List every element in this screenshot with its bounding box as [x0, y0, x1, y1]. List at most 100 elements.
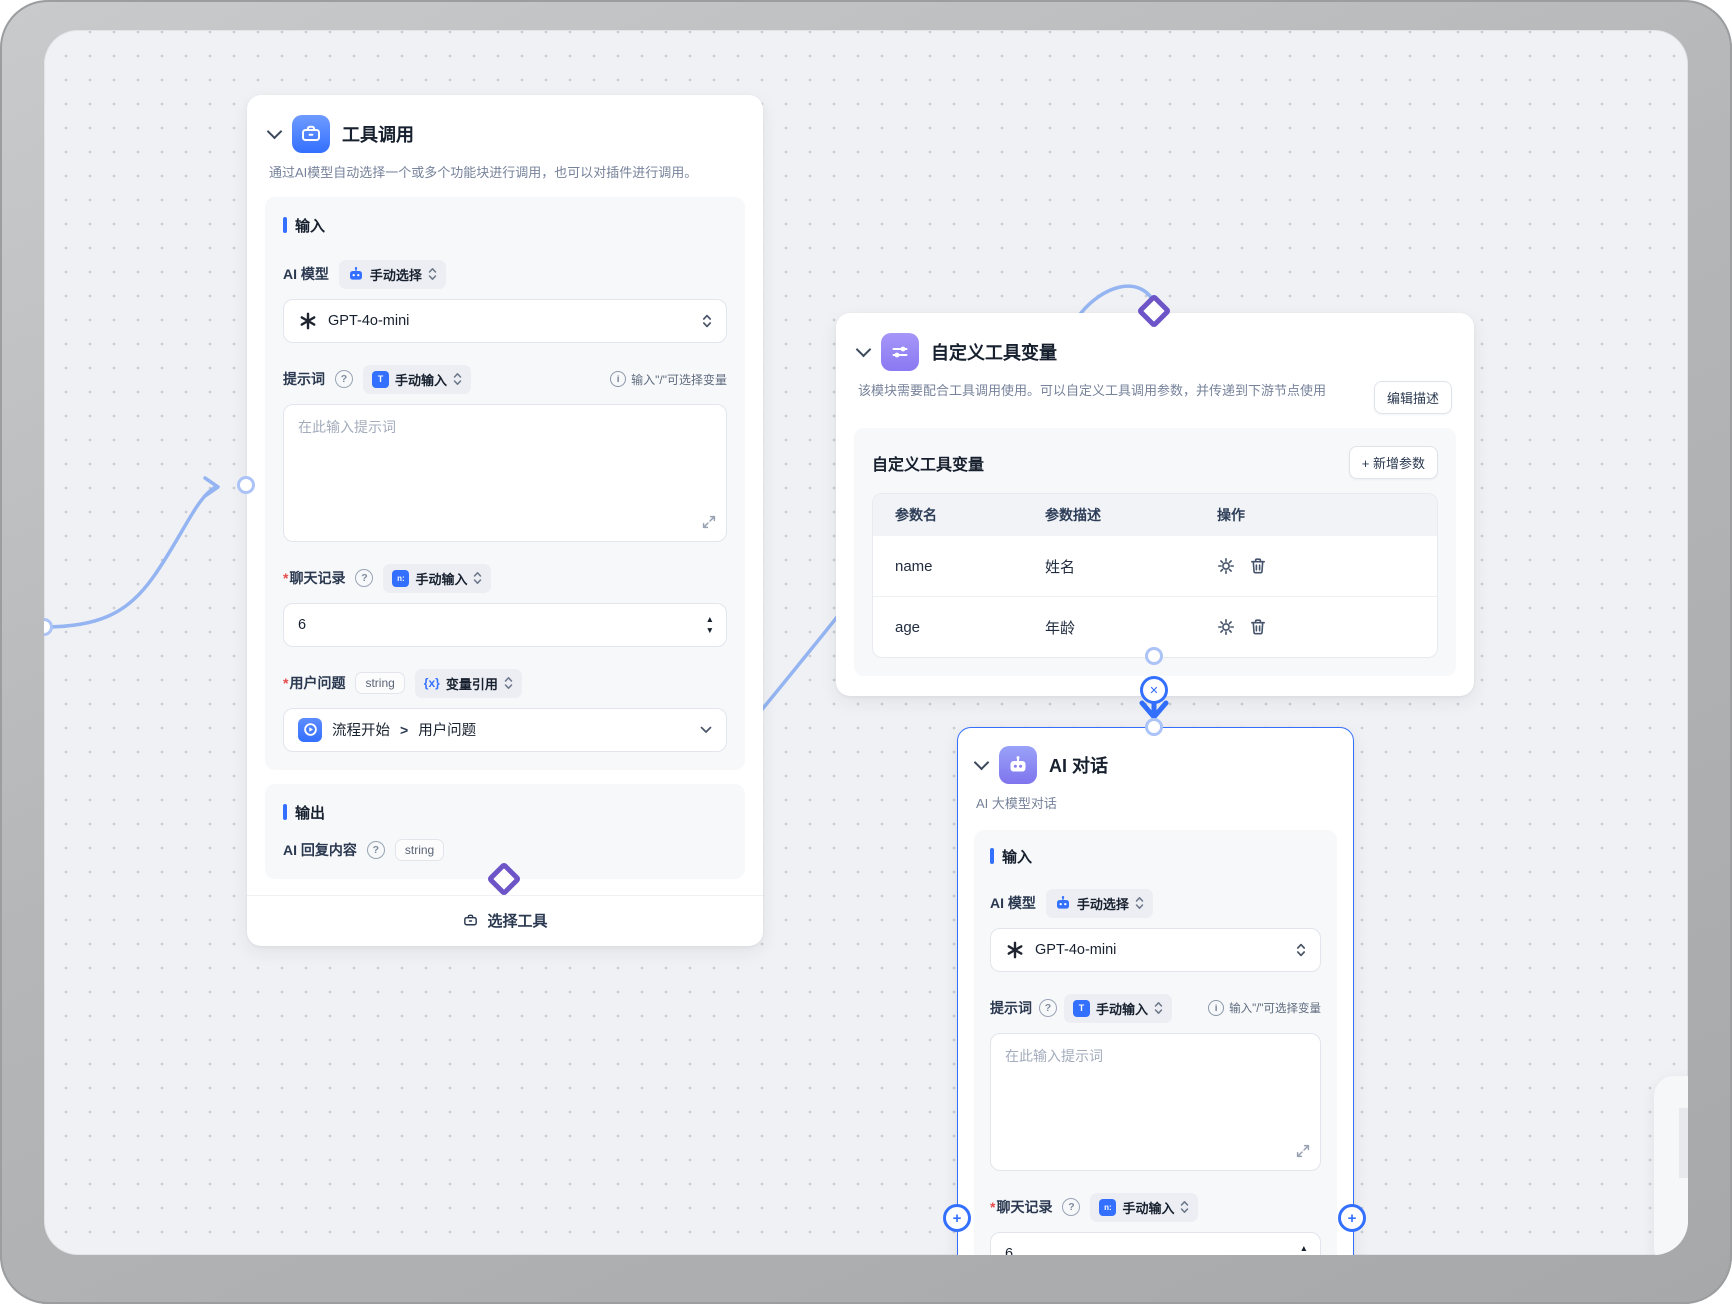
select-tool-label: 选择工具: [487, 913, 548, 930]
gear-icon[interactable]: [1217, 618, 1235, 636]
history-label: 聊天记录: [996, 1199, 1053, 1215]
question-mode-label: 变量引用: [445, 676, 498, 692]
model-mode-select[interactable]: 手动选择: [1045, 888, 1153, 918]
briefcase-node-icon: [292, 115, 330, 153]
type-tag: string: [355, 672, 405, 694]
flow-canvas[interactable]: 工具调用 通过AI模型自动选择一个或多个功能块进行调用，也可以对插件进行调用。 …: [44, 30, 1688, 1255]
node-tool-call[interactable]: 工具调用 通过AI模型自动选择一个或多个功能块进行调用，也可以对插件进行调用。 …: [247, 95, 763, 946]
model-value: GPT-4o-mini: [328, 312, 410, 329]
table-header-row: 参数名 参数描述 操作: [873, 494, 1437, 536]
number-stepper[interactable]: ▲ ▼: [1299, 1242, 1308, 1255]
wire-arrow-down: [1139, 700, 1169, 720]
prompt-textarea[interactable]: 在此输入提示词: [990, 1032, 1321, 1171]
history-number-input[interactable]: 6 ▲ ▼: [990, 1231, 1321, 1256]
edit-description-button[interactable]: 编辑描述: [1373, 381, 1452, 414]
input-section: 输入 AI 模型 手动选择 GPT-4o-mini 提示词 ? T: [974, 829, 1337, 1256]
ai-model-label: AI 模型: [283, 266, 329, 282]
history-mode-label: 手动输入: [1122, 1200, 1175, 1216]
input-heading: 输入: [1002, 848, 1033, 866]
updown-chevron-icon: [504, 677, 513, 689]
model-select[interactable]: GPT-4o-mini: [283, 298, 727, 343]
updown-chevron-icon: [1135, 897, 1144, 909]
node-header: 自定义工具变量 该模块需要配合工具调用使用。可以自定义工具调用参数，并传递到下游…: [836, 313, 1474, 414]
trash-icon[interactable]: [1249, 557, 1267, 575]
source-port[interactable]: [44, 618, 53, 636]
prompt-mode-select[interactable]: T 手动输入: [1064, 993, 1173, 1023]
add-connection-right-button[interactable]: +: [1338, 1204, 1366, 1232]
gear-icon[interactable]: [1217, 557, 1235, 575]
node-title: 自定义工具变量: [931, 343, 1057, 363]
updown-chevron-icon: [1296, 943, 1306, 956]
question-icon[interactable]: ?: [335, 370, 353, 388]
model-mode-select[interactable]: 手动选择: [338, 259, 446, 289]
param-name: name: [895, 557, 933, 575]
ai-chat-input-port[interactable]: [1145, 718, 1163, 736]
step-up-icon[interactable]: ▲: [1299, 1242, 1308, 1253]
info-icon: i: [1208, 1000, 1225, 1016]
question-label: 用户问题: [289, 675, 346, 691]
question-icon[interactable]: ?: [1062, 1198, 1081, 1216]
param-desc: 年龄: [1045, 619, 1076, 637]
node-ai-chat[interactable]: AI 对话 AI 大模型对话 输入 AI 模型 手动选择 GPT-4o-mini: [957, 727, 1354, 1255]
model-select[interactable]: GPT-4o-mini: [990, 927, 1321, 972]
chevron-down-icon[interactable]: [855, 341, 872, 357]
prompt-mode-select[interactable]: T 手动输入: [363, 364, 472, 394]
section-bar: [283, 804, 287, 820]
sliders-node-icon: [881, 333, 919, 371]
chevron-down-icon[interactable]: [266, 123, 283, 139]
node-title: 工具调用: [342, 125, 414, 145]
node-header: AI 对话 AI 大模型对话: [958, 728, 1353, 814]
history-number-input[interactable]: 6 ▲ ▼: [283, 602, 727, 647]
question-source-select[interactable]: 流程开始 > 用户问题: [283, 707, 727, 752]
required-mark: *: [990, 1199, 996, 1215]
step-up-icon[interactable]: ▲: [705, 613, 714, 624]
col-param-name: 参数名: [895, 507, 937, 523]
question-mode-select[interactable]: {x} 变量引用: [414, 668, 522, 698]
question-icon[interactable]: ?: [366, 840, 385, 859]
history-value: 6: [1005, 1245, 1014, 1256]
history-mode-select[interactable]: n: 手动输入: [383, 563, 492, 593]
updown-chevron-icon: [1181, 1201, 1189, 1213]
add-param-button[interactable]: + 新增参数: [1348, 446, 1438, 479]
history-mode-select[interactable]: n: 手动输入: [1090, 1192, 1199, 1222]
prompt-textarea[interactable]: 在此输入提示词: [283, 403, 727, 542]
question-icon[interactable]: ?: [355, 569, 374, 587]
ghost-block: [1679, 1108, 1688, 1178]
params-table: 参数名 参数描述 操作 name 姓名 age 年龄: [872, 493, 1438, 658]
prompt-mode-label: 手动输入: [1096, 1001, 1149, 1017]
chevron-down-icon[interactable]: [973, 754, 990, 770]
params-section: 自定义工具变量 + 新增参数 参数名 参数描述 操作 name 姓名: [854, 428, 1456, 676]
source-field-name: 用户问题: [418, 723, 477, 739]
node-subtitle: 该模块需要配合工具调用使用。可以自定义工具调用参数，并传递到下游节点使用: [858, 383, 1327, 398]
text-input-icon: T: [372, 370, 389, 388]
delete-connection-button[interactable]: ✕: [1140, 676, 1168, 704]
number-stepper[interactable]: ▲ ▼: [705, 613, 714, 635]
col-actions: 操作: [1217, 507, 1245, 523]
node-title: AI 对话: [1049, 756, 1109, 776]
trash-icon[interactable]: [1249, 618, 1267, 636]
expand-icon[interactable]: [1296, 1144, 1310, 1161]
wire-into-tool-call: [44, 486, 216, 629]
prompt-label: 提示词: [990, 1000, 1032, 1016]
tool-call-input-port[interactable]: [237, 476, 255, 494]
step-down-icon[interactable]: ▼: [705, 625, 714, 635]
source-node-name: 流程开始: [332, 723, 390, 739]
history-value: 6: [298, 616, 307, 633]
question-icon[interactable]: ?: [1039, 999, 1057, 1017]
updown-chevron-icon: [474, 572, 482, 584]
node-custom-vars[interactable]: 自定义工具变量 该模块需要配合工具调用使用。可以自定义工具调用参数，并传递到下游…: [836, 313, 1474, 696]
input-heading: 输入: [295, 217, 326, 235]
openai-logo-icon: [300, 312, 316, 329]
openai-logo-icon: [1007, 941, 1023, 958]
add-connection-left-button[interactable]: +: [943, 1204, 971, 1232]
custom-vars-output-port[interactable]: [1145, 647, 1163, 665]
prompt-label: 提示词: [283, 371, 325, 387]
section-bar: [990, 848, 994, 864]
ai-model-label: AI 模型: [990, 895, 1036, 911]
expand-icon[interactable]: [702, 515, 716, 532]
select-tool-button[interactable]: 选择工具: [247, 894, 763, 946]
partial-node-panel: [1654, 1076, 1688, 1255]
type-tag: string: [394, 838, 445, 861]
updown-chevron-icon: [1154, 1002, 1163, 1014]
